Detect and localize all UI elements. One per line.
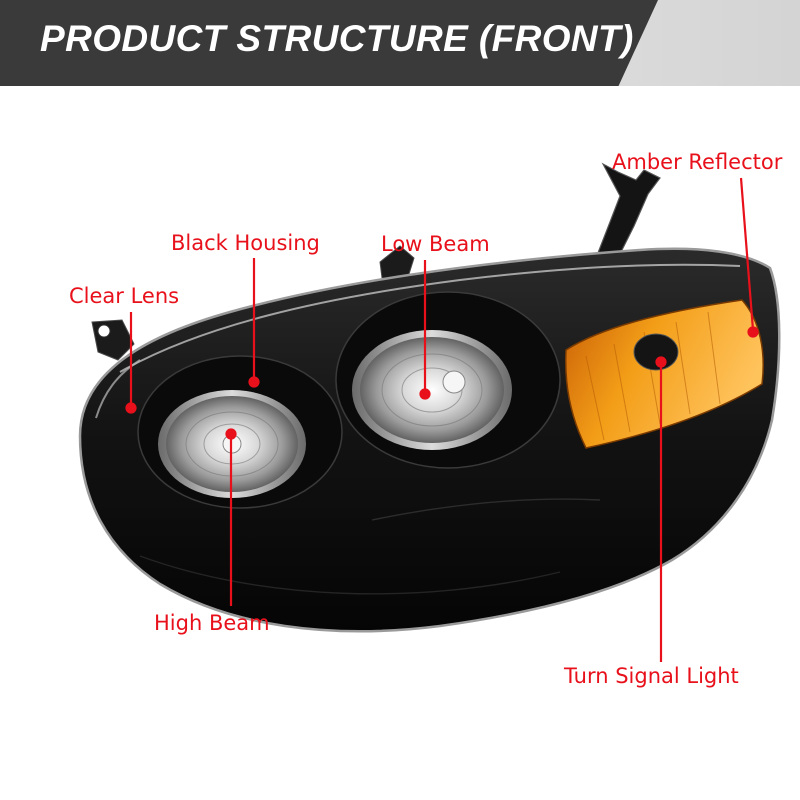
headlight-photo <box>78 162 781 662</box>
label-high-beam: High Beam <box>154 611 270 635</box>
low-beam-reflector <box>352 330 512 450</box>
amber-reflector-lens <box>564 299 764 449</box>
label-amber-reflector: Amber Reflector <box>612 150 783 174</box>
page-title: PRODUCT STRUCTURE (FRONT) <box>40 18 634 59</box>
label-turn-signal-light: Turn Signal Light <box>564 664 739 688</box>
header-plate <box>0 0 658 86</box>
label-low-beam: Low Beam <box>381 232 490 256</box>
label-clear-lens: Clear Lens <box>69 284 180 308</box>
callout-lines <box>125 177 759 662</box>
label-black-housing: Black Housing <box>171 231 320 255</box>
turn-signal-bulb-housing <box>633 333 679 371</box>
header-banner: PRODUCT STRUCTURE (FRONT) <box>0 0 800 86</box>
clear-lens-highlight <box>119 263 741 373</box>
